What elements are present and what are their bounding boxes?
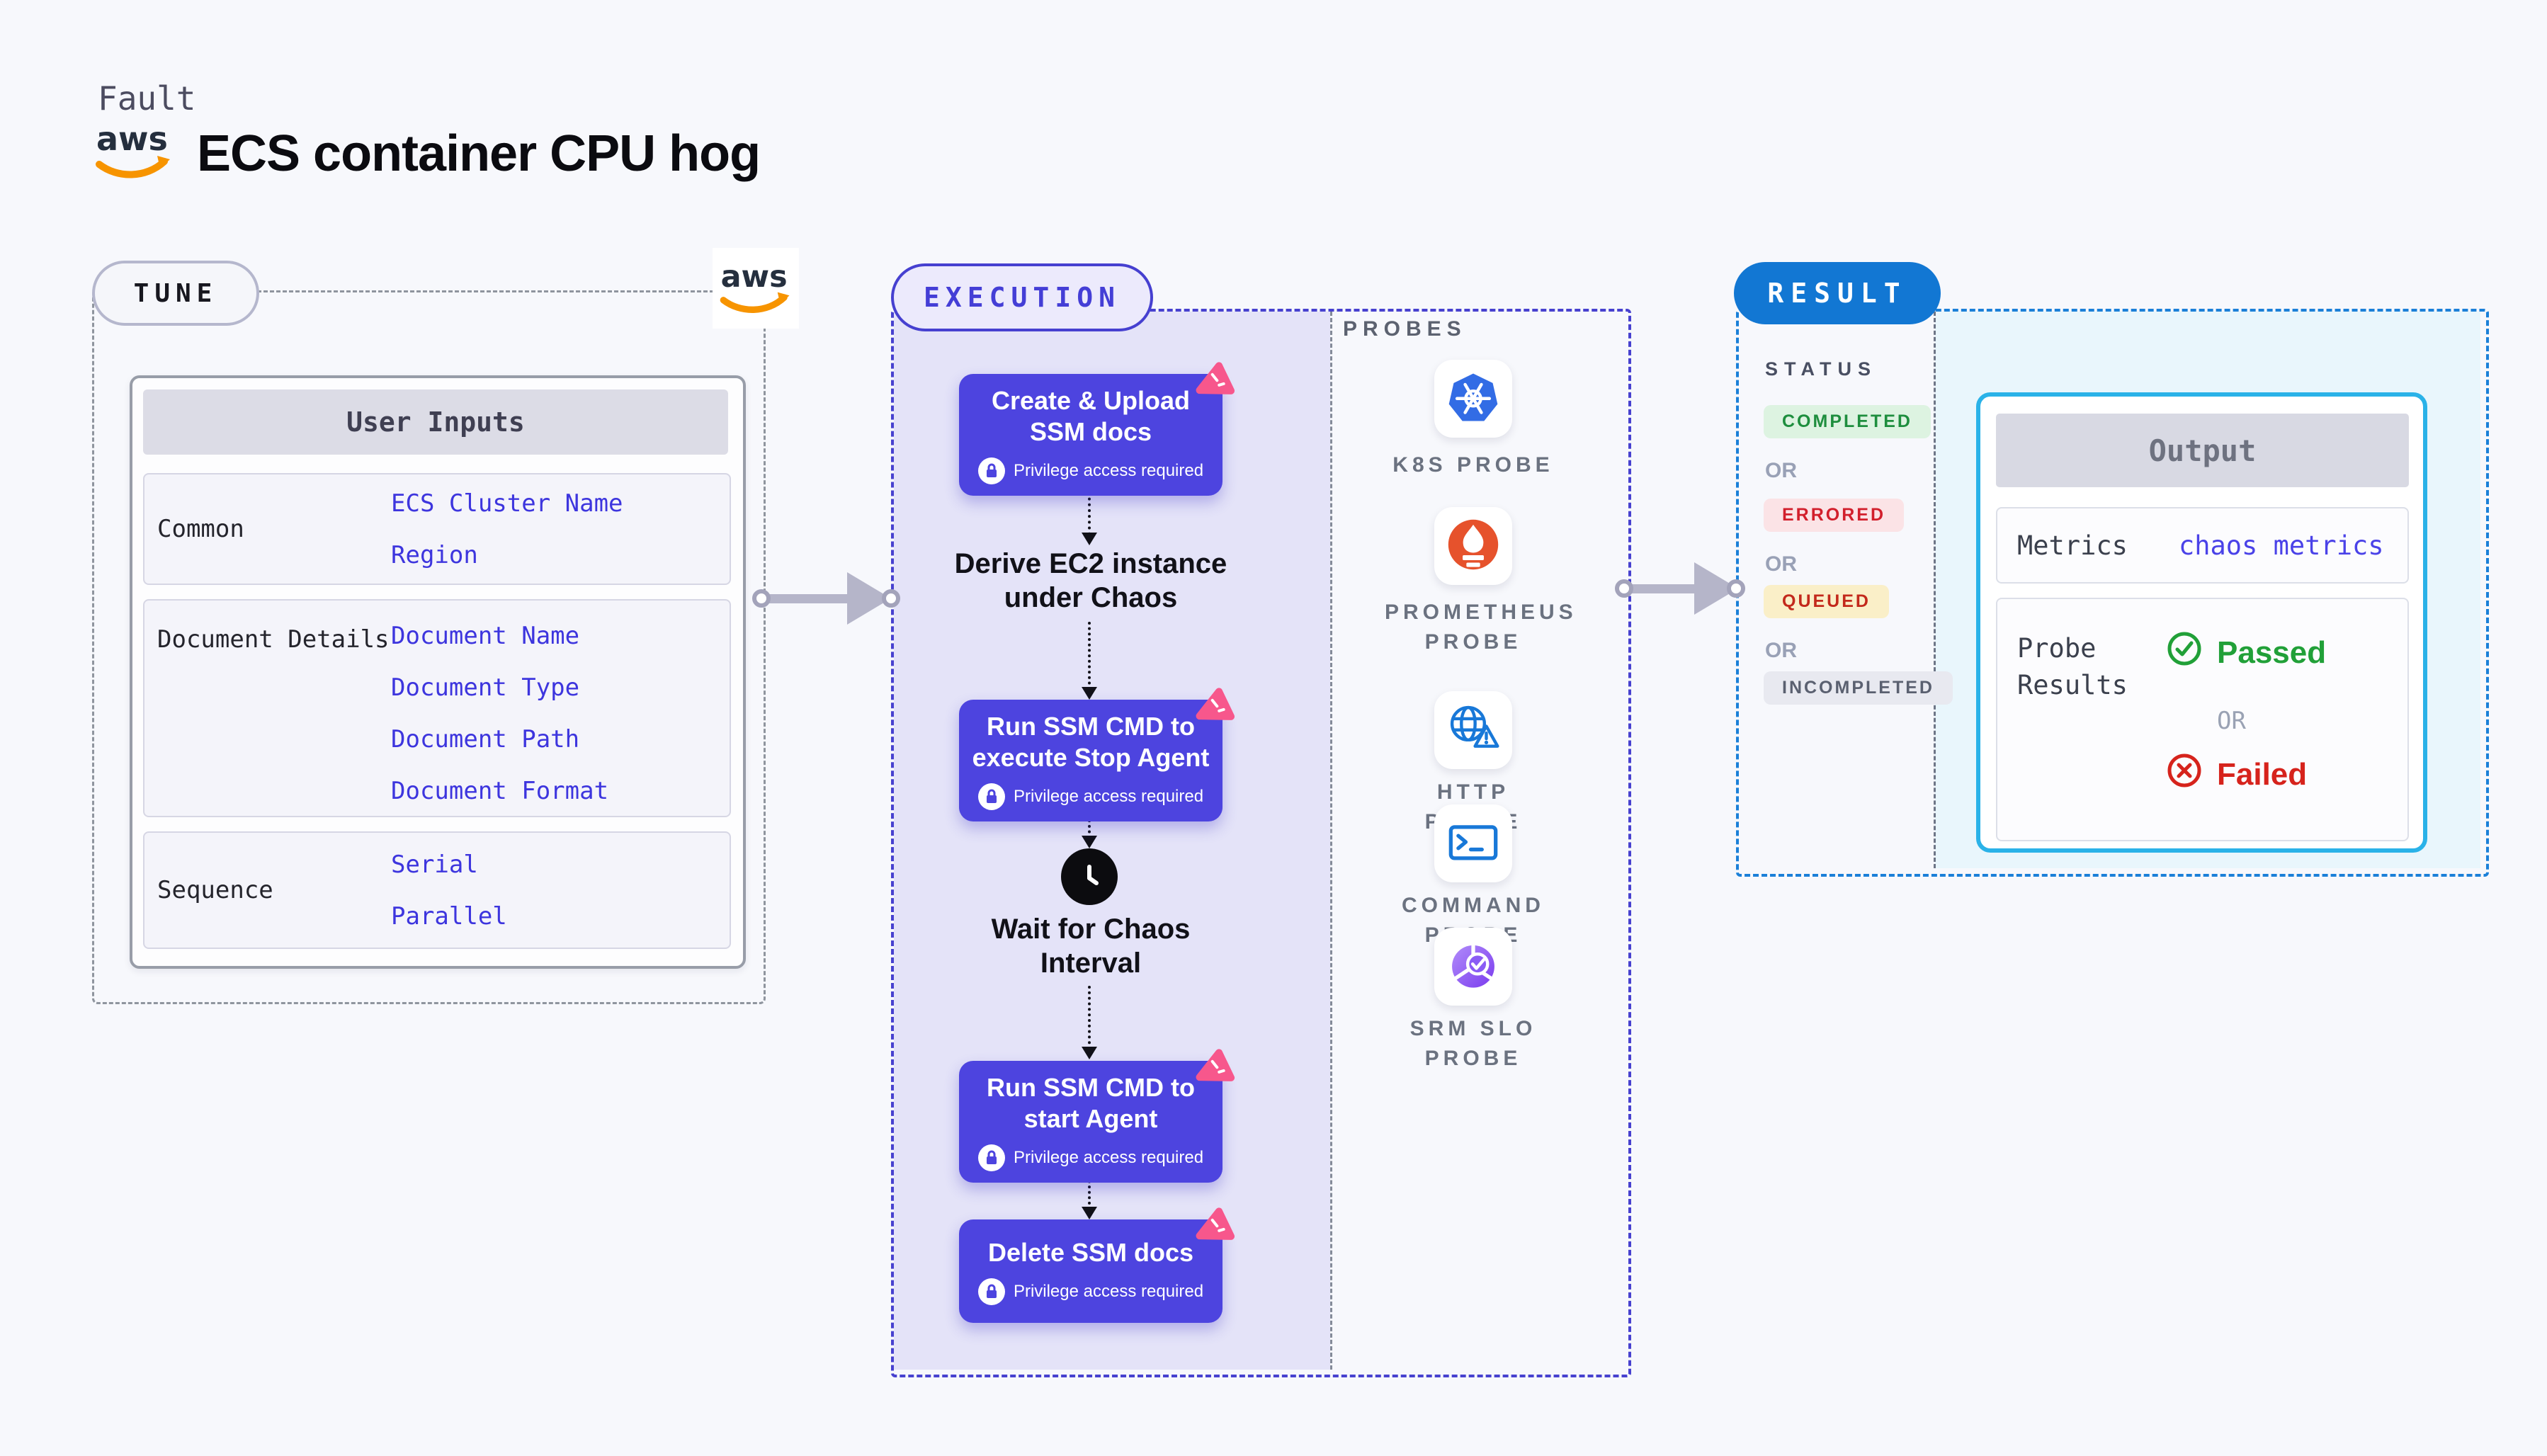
status-badge-errored: ERRORED [1764, 499, 1905, 532]
result-divider [1934, 312, 1936, 868]
chaos-pinwheel-icon [1192, 683, 1240, 731]
http-globe-icon [1442, 698, 1504, 763]
user-inputs-header: User Inputs [143, 389, 728, 455]
metrics-label: Metrics [2017, 530, 2128, 561]
lock-icon [977, 1278, 1005, 1305]
chaos-pinwheel-icon [1192, 1045, 1240, 1092]
probe-card-prometheus[interactable] [1434, 507, 1512, 585]
step-run-ssm-stop-agent[interactable]: Run SSM CMD to execute Stop Agent Privil… [959, 688, 1235, 821]
step-delete-ssm-docs[interactable]: Delete SSM docs Privilege access require… [959, 1207, 1235, 1323]
or-label: OR [1765, 552, 1797, 576]
input-value[interactable]: ECS Cluster Name [391, 489, 623, 518]
flow-connector [1082, 1164, 1097, 1219]
clock-icon [1061, 848, 1118, 905]
page-title: ECS container CPU hog [197, 125, 761, 182]
probe-label-k8s: K8S PROBE [1392, 453, 1554, 477]
fault-label: Fault [98, 79, 196, 118]
table-row-document-details: Document Details Document Name Document … [143, 599, 731, 817]
probe-results-row: Probe Results Passed OR [1996, 598, 2409, 841]
step-title: Run SSM CMD to execute Stop Agent [972, 712, 1210, 772]
probe-card-k8s[interactable] [1434, 360, 1512, 438]
probe-card-srm-slo[interactable] [1434, 928, 1512, 1006]
table-row-common: Common ECS Cluster Name Region [143, 473, 731, 585]
step-create-upload-ssm-docs[interactable]: Create & Upload SSM docs Privilege acces… [959, 362, 1235, 496]
input-value[interactable]: Region [391, 540, 478, 569]
execution-section [891, 309, 1631, 1377]
row-label: Document Details [157, 625, 390, 654]
aws-logo: aws [95, 120, 173, 186]
input-value[interactable]: Document Format [391, 777, 609, 805]
flow-connector [1082, 622, 1097, 700]
privilege-badge: Privilege access required [1013, 1148, 1204, 1167]
metrics-row: Metrics chaos metrics [1996, 507, 2409, 584]
lock-icon [977, 783, 1005, 810]
probes-label: PROBES [1343, 317, 1467, 341]
svg-text:aws: aws [96, 120, 168, 158]
metrics-link[interactable]: chaos metrics [2178, 530, 2384, 561]
passed-label: Passed [2217, 635, 2327, 670]
input-value[interactable]: Document Name [391, 622, 580, 650]
lock-icon [977, 457, 1005, 484]
step-title: Delete SSM docs [987, 1238, 1194, 1267]
result-pill[interactable]: RESULT [1734, 262, 1941, 324]
status-badge-queued: QUEUED [1764, 585, 1889, 618]
privilege-badge: Privilege access required [1013, 1282, 1204, 1301]
flow-connector [1082, 480, 1097, 545]
check-circle-icon [2166, 630, 2203, 675]
step-derive-ec2: Derive EC2 instance under Chaos [954, 548, 1227, 613]
chaos-pinwheel-icon [1192, 1203, 1240, 1251]
or-label: OR [2217, 707, 2246, 735]
row-label: Sequence [157, 876, 273, 904]
flow-connector [1082, 986, 1097, 1059]
x-circle-icon [2166, 752, 2203, 797]
table-row-sequence: Sequence Serial Parallel [143, 831, 731, 949]
input-value[interactable]: Serial [391, 850, 478, 879]
privilege-badge: Privilege access required [1013, 461, 1204, 480]
svg-text:aws: aws [721, 259, 788, 295]
terminal-icon [1442, 811, 1504, 877]
step-run-ssm-start-agent[interactable]: Run SSM CMD to start Agent Privilege acc… [959, 1049, 1235, 1183]
tune-section [92, 290, 766, 1004]
flow-connector [1082, 803, 1097, 848]
status-badge-completed: COMPLETED [1764, 405, 1931, 438]
prometheus-icon [1442, 513, 1504, 579]
probe-card-http[interactable] [1434, 691, 1512, 769]
kubernetes-icon [1442, 366, 1504, 432]
tune-pill[interactable]: TUNE [92, 261, 259, 326]
step-title: Run SSM CMD to start Agent [987, 1073, 1195, 1133]
status-label: STATUS [1765, 358, 1877, 380]
output-header: Output [1996, 414, 2409, 487]
aws-logo-small: aws [713, 248, 799, 329]
probe-result-passed: Passed [2166, 630, 2326, 675]
input-value[interactable]: Document Type [391, 673, 580, 702]
probes-divider [1330, 312, 1332, 1370]
lock-icon [977, 1144, 1005, 1171]
row-label: Common [157, 515, 244, 543]
step-title: Create & Upload SSM docs [991, 386, 1191, 446]
privilege-badge: Privilege access required [1013, 787, 1204, 806]
srm-slo-icon [1442, 934, 1504, 1000]
or-label: OR [1765, 459, 1797, 482]
output-card: Output Metrics chaos metrics Probe Resul… [1976, 392, 2427, 853]
step-wait-chaos-interval: Wait for Chaos Interval [991, 914, 1191, 979]
probe-result-failed: Failed [2166, 752, 2307, 797]
probe-label-prometheus: PROMETHEUS PROBE [1385, 601, 1577, 654]
execution-pill[interactable]: EXECUTION [891, 263, 1153, 331]
probe-card-command[interactable] [1434, 804, 1512, 882]
input-value[interactable]: Document Path [391, 725, 580, 753]
status-badge-incompleted: INCOMPLETED [1764, 671, 1953, 705]
probe-label-srm-slo: SRM SLO PROBE [1409, 1017, 1537, 1070]
failed-label: Failed [2217, 756, 2308, 792]
or-label: OR [1765, 639, 1797, 662]
input-value[interactable]: Parallel [391, 902, 507, 931]
chaos-pinwheel-icon [1192, 358, 1240, 405]
probe-results-label: Probe Results [2017, 633, 2128, 700]
